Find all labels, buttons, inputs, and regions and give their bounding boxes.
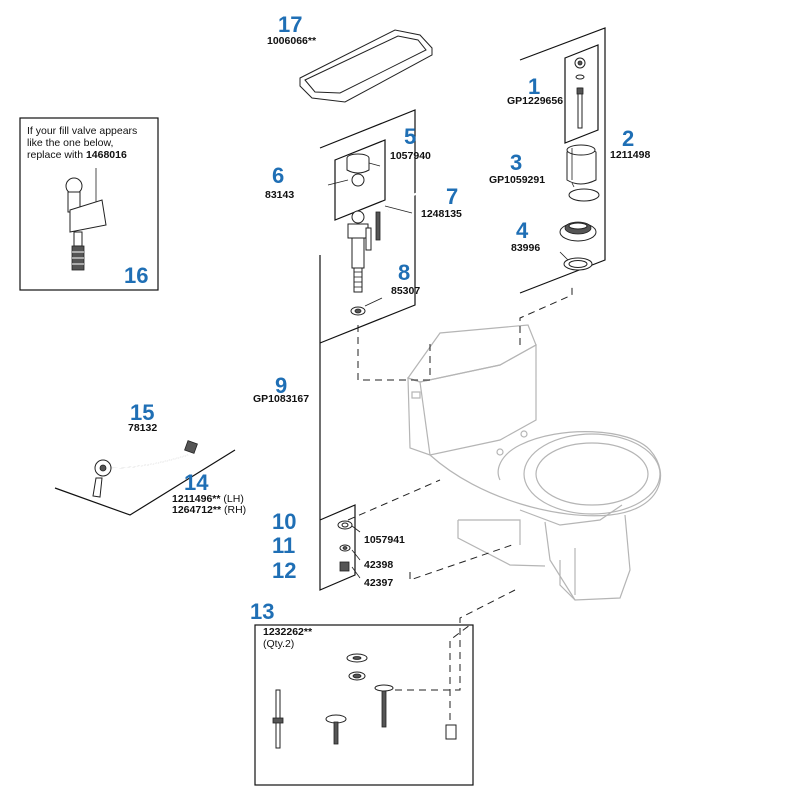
callout-number-8: 8	[398, 260, 410, 285]
canister-part[interactable]	[566, 144, 600, 202]
assembly-guides	[347, 285, 573, 720]
part-number-17: 1006066**	[267, 35, 317, 47]
note-line-3: replace with 1468016	[27, 149, 127, 161]
part-number-10: 1057941	[364, 534, 405, 546]
callouts: 17 1006066** 1 GP1229656 2 1211498 3 GP1…	[27, 12, 650, 650]
part-number-6: 83143	[265, 189, 294, 201]
refill-tube-part[interactable]	[387, 186, 443, 211]
tank-bolt-parts[interactable]	[272, 653, 457, 749]
leader-lines	[327, 179, 575, 579]
part-number-9: GP1083167	[253, 393, 309, 405]
callout-number-13: 13	[250, 599, 274, 624]
callout-number-11: 11	[272, 533, 295, 558]
callout-number-7: 7	[446, 184, 458, 209]
old-fill-valve-image	[65, 168, 107, 271]
callout-number-10: 10	[272, 509, 296, 534]
quantity-13: (Qty.2)	[263, 638, 294, 650]
trip-lever-part[interactable]	[92, 440, 198, 498]
callout-number-3: 3	[510, 150, 522, 175]
toilet-outline	[407, 324, 661, 601]
callout-number-5: 5	[404, 124, 416, 149]
callout-number-14: 14	[184, 470, 209, 495]
callout-number-6: 6	[272, 163, 284, 188]
part-number-14-rh: 1264712** (RH)	[172, 504, 246, 516]
panel-outlines	[19, 27, 606, 786]
part-number-12: 42397	[364, 577, 393, 589]
part-number-11: 42398	[364, 559, 393, 571]
part-number-5: 1057940	[390, 150, 431, 162]
part-number-2: 1211498	[610, 149, 650, 161]
part-number-15: 78132	[128, 422, 157, 434]
callout-number-17: 17	[278, 12, 302, 37]
part-number-4: 83996	[511, 242, 540, 254]
part-number-3: GP1059291	[489, 174, 545, 186]
actuator-part[interactable]	[574, 57, 586, 129]
fill-valve-part[interactable]	[347, 210, 381, 316]
callout-number-12: 12	[272, 558, 296, 583]
callout-number-16: 16	[124, 263, 148, 288]
part-number-7: 1248135	[421, 208, 462, 220]
fill-valve-cap-part[interactable]	[346, 153, 381, 187]
part-number-14-lh: 1211496** (LH)	[172, 493, 244, 505]
tank-lid-part[interactable]	[299, 29, 433, 103]
callout-number-2: 2	[622, 126, 634, 151]
callout-number-1: 1	[528, 74, 540, 99]
note-line-2: like the one below,	[27, 137, 113, 149]
callout-number-15: 15	[130, 400, 154, 425]
supply-nut-parts[interactable]	[337, 520, 353, 572]
callout-number-4: 4	[516, 218, 529, 243]
seal-part[interactable]	[559, 221, 597, 271]
part-number-8: 85307	[391, 285, 420, 297]
part-number-13: 1232262**	[263, 626, 313, 638]
part-number-1: GP1229656	[507, 95, 563, 107]
note-line-1: If your fill valve appears	[27, 125, 137, 137]
callout-number-9: 9	[275, 373, 287, 398]
